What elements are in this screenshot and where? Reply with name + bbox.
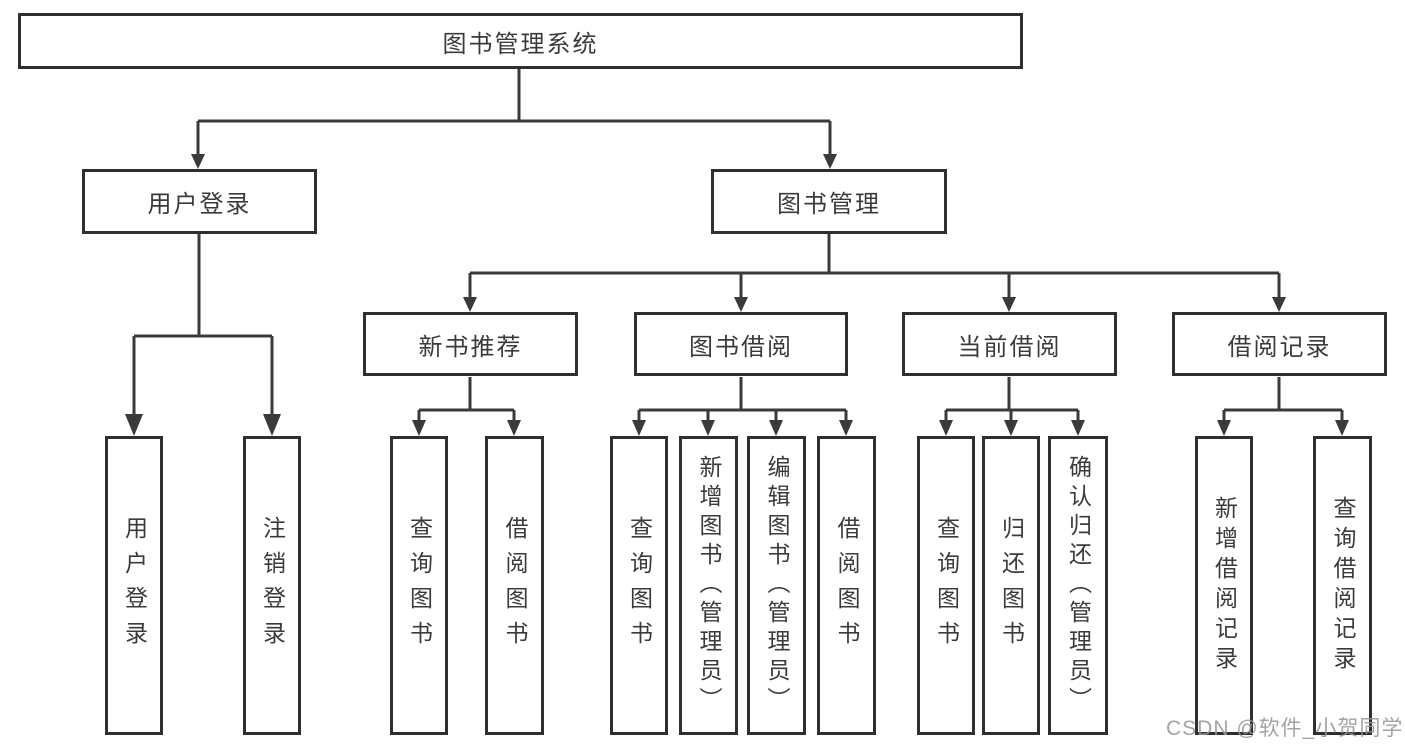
leaf-query-borrow-record: 查询借阅记录	[1313, 436, 1372, 735]
leaf-confirm-return-admin: 确认归还（管理员）	[1048, 436, 1108, 735]
leaf-query-books-borrowing: 查询图书	[610, 436, 668, 735]
leaf-add-borrow-record: 新增借阅记录	[1195, 436, 1253, 735]
node-new-book-recommend: 新书推荐	[363, 312, 578, 376]
node-current-borrowing: 当前借阅	[902, 312, 1117, 376]
node-borrowing-records: 借阅记录	[1172, 312, 1387, 376]
leaf-user-login: 用户登录	[105, 436, 163, 735]
node-root-library-system: 图书管理系统	[18, 13, 1023, 69]
leaf-query-books-current: 查询图书	[917, 436, 975, 735]
leaf-logout: 注销登录	[243, 436, 301, 735]
csdn-watermark: CSDN @软件_小贺同学	[1166, 717, 1404, 740]
leaf-return-books: 归还图书	[982, 436, 1040, 735]
leaf-edit-books-admin: 编辑图书（管理员）	[747, 436, 806, 735]
node-book-borrowing: 图书借阅	[634, 312, 848, 376]
leaf-query-books-recommend: 查询图书	[390, 436, 448, 735]
leaf-borrow-books-borrowing: 借阅图书	[817, 436, 876, 735]
node-user-login: 用户登录	[82, 169, 317, 234]
leaf-borrow-books-recommend: 借阅图书	[485, 436, 544, 735]
leaf-add-books-admin: 新增图书（管理员）	[679, 436, 738, 735]
node-book-management: 图书管理	[711, 169, 947, 234]
